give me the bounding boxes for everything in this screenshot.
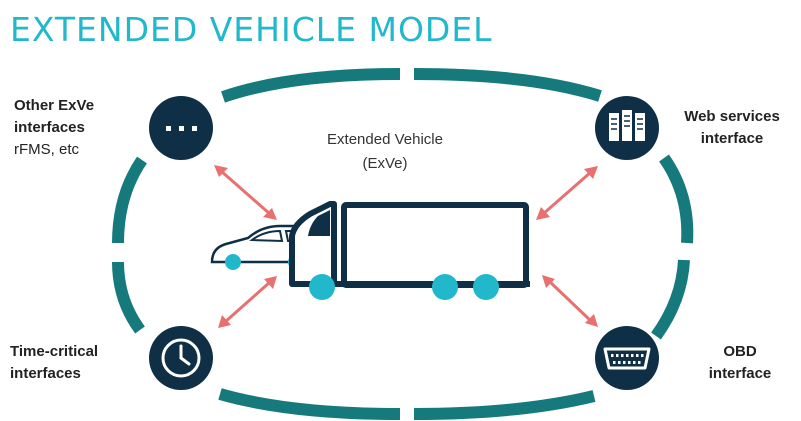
arrow-bottom-right — [542, 275, 598, 327]
truck-window — [308, 210, 330, 236]
clock-icon — [149, 326, 213, 390]
ring-arc-bottom-right — [413, 390, 596, 420]
web-label-line2: interface — [700, 130, 764, 147]
obd-label-line2: interface — [708, 365, 772, 382]
truck-illustration — [289, 201, 530, 300]
arrow-top-right — [536, 166, 598, 220]
extended-vehicle-label: Extended Vehicle (ExVe) — [300, 128, 470, 176]
ring-arc-right-upper — [659, 154, 694, 244]
other-label-line2: interfaces — [14, 119, 85, 136]
arrow-top-left — [214, 165, 277, 220]
ring-arc-left-lower — [112, 261, 145, 334]
connection-ring — [112, 68, 694, 420]
ring-arc-left-upper — [112, 156, 148, 244]
time-label-line1: Time-critical — [10, 343, 99, 360]
ring-arc-bottom-left — [218, 388, 401, 420]
arrows — [214, 165, 598, 328]
ring-arc-right-lower — [651, 259, 690, 340]
page-title: EXTENDED VEHICLE MODEL — [10, 10, 493, 49]
arrow-bottom-left — [218, 276, 277, 328]
car-wheel-rear — [225, 254, 241, 270]
time-label-line2: interfaces — [10, 365, 81, 382]
other-interfaces-label: Other ExVe interfaces rFMS, etc — [14, 95, 94, 161]
obd-connector-icon — [595, 326, 659, 390]
center-label-line2: (ExVe) — [362, 155, 408, 172]
ellipsis-icon — [149, 96, 213, 160]
other-label-line1: Other ExVe — [14, 97, 95, 114]
truck-wheel-rear-1 — [432, 274, 458, 300]
server-icon — [595, 96, 659, 160]
web-services-label: Web services interface — [672, 106, 792, 150]
truck-trailer — [341, 202, 529, 288]
obd-label-line1: OBD — [723, 343, 757, 360]
ring-arc-top-right — [413, 68, 602, 102]
truck-wheel-rear-2 — [473, 274, 499, 300]
obd-label: OBD interface — [700, 341, 780, 385]
time-critical-label: Time-critical interfaces — [10, 341, 98, 385]
truck-wheel-front — [309, 274, 335, 300]
center-label-line1: Extended Vehicle — [327, 131, 443, 148]
ring-arc-top-left — [221, 68, 401, 103]
web-label-line1: Web services — [684, 108, 780, 125]
other-label-line3: rFMS, etc — [14, 141, 80, 158]
